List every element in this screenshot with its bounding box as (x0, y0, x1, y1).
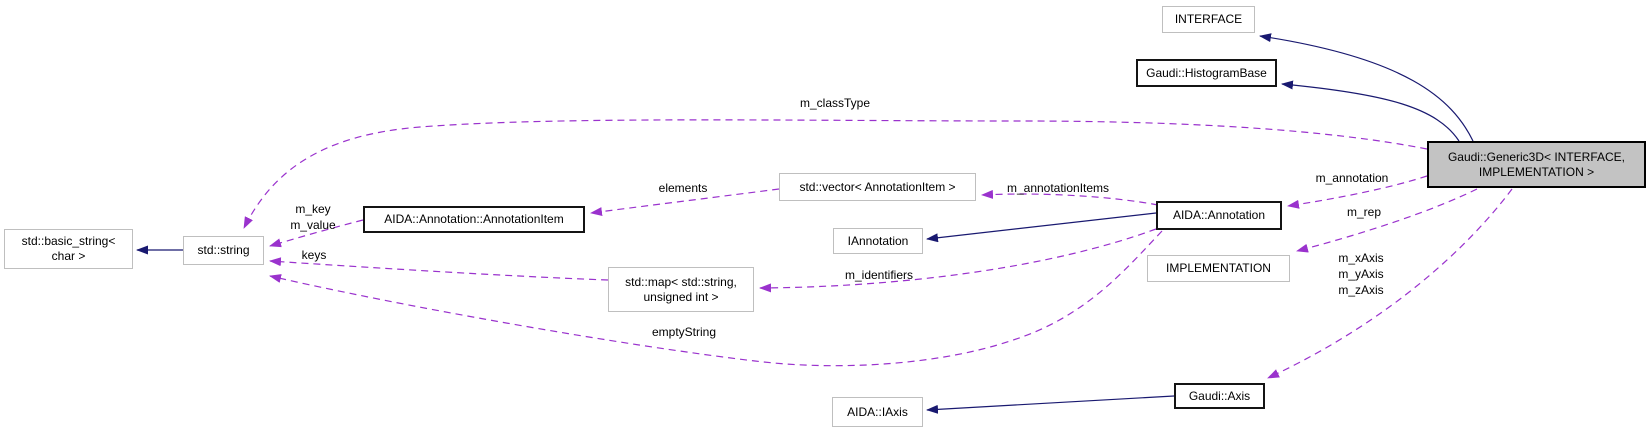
node-aida-annotation-annotationitem[interactable]: AIDA::Annotation::AnnotationItem (363, 206, 585, 233)
edge-usage-emptystring (269, 230, 1163, 367)
edge-inheritance-annotation-iannotation (926, 212, 1157, 243)
node-interface: INTERFACE (1162, 6, 1255, 33)
node-implementation: IMPLEMENTATION (1147, 255, 1290, 282)
edge-label-m-annotationitems: m_annotationItems (1006, 181, 1110, 195)
edge-usage-m-annotationitems (981, 189, 1159, 206)
edge-label-m-rep: m_rep (1346, 205, 1381, 219)
edge-inheritance-generic3d-interface (1259, 33, 1474, 142)
edge-label-keys: keys (301, 248, 327, 262)
node-aida-annotation[interactable]: AIDA::Annotation (1156, 201, 1282, 230)
edge-label-emptystring: emptyString (651, 325, 717, 339)
edge-usage-m-identifiers (759, 228, 1157, 293)
edge-usage-m-axes (1267, 188, 1513, 379)
edge-label-m-key-m-value: m_key m_value (290, 202, 336, 232)
edge-inheritance-generic3d-histogrambase (1281, 80, 1460, 142)
edge-usage-keys (269, 257, 609, 281)
node-std-string: std::string (183, 236, 264, 265)
edge-label-m-identifiers: m_identifiers (844, 268, 914, 282)
edge-label-m-annotation: m_annotation (1315, 171, 1389, 185)
edge-label-elements: elements (658, 181, 708, 195)
edge-label-m-classtype: m_classType (799, 96, 871, 110)
edge-label-m-axes: m_xAxis m_yAxis m_zAxis (1338, 251, 1384, 297)
node-iannotation: IAnnotation (833, 228, 923, 254)
node-std-vector-annotationitem: std::vector< AnnotationItem > (779, 173, 976, 201)
node-std-basic-string: std::basic_string< char > (4, 229, 133, 269)
edge-inheritance-axis-iaxis (926, 395, 1175, 414)
node-gaudi-generic3d: Gaudi::Generic3D< INTERFACE, IMPLEMENTAT… (1427, 141, 1646, 188)
edge-usage-m-annotation (1287, 175, 1428, 209)
node-std-map: std::map< std::string, unsigned int > (608, 267, 754, 312)
node-gaudi-histogrambase[interactable]: Gaudi::HistogramBase (1136, 59, 1277, 87)
node-aida-iaxis: AIDA::IAxis (832, 397, 923, 427)
edge-usage-m-key-m-value (269, 219, 364, 248)
edge-usage-m-rep (1296, 188, 1478, 253)
edge-usage-elements (590, 188, 780, 217)
edge-usage-m-classtype (243, 119, 1428, 229)
node-gaudi-axis[interactable]: Gaudi::Axis (1174, 383, 1265, 409)
